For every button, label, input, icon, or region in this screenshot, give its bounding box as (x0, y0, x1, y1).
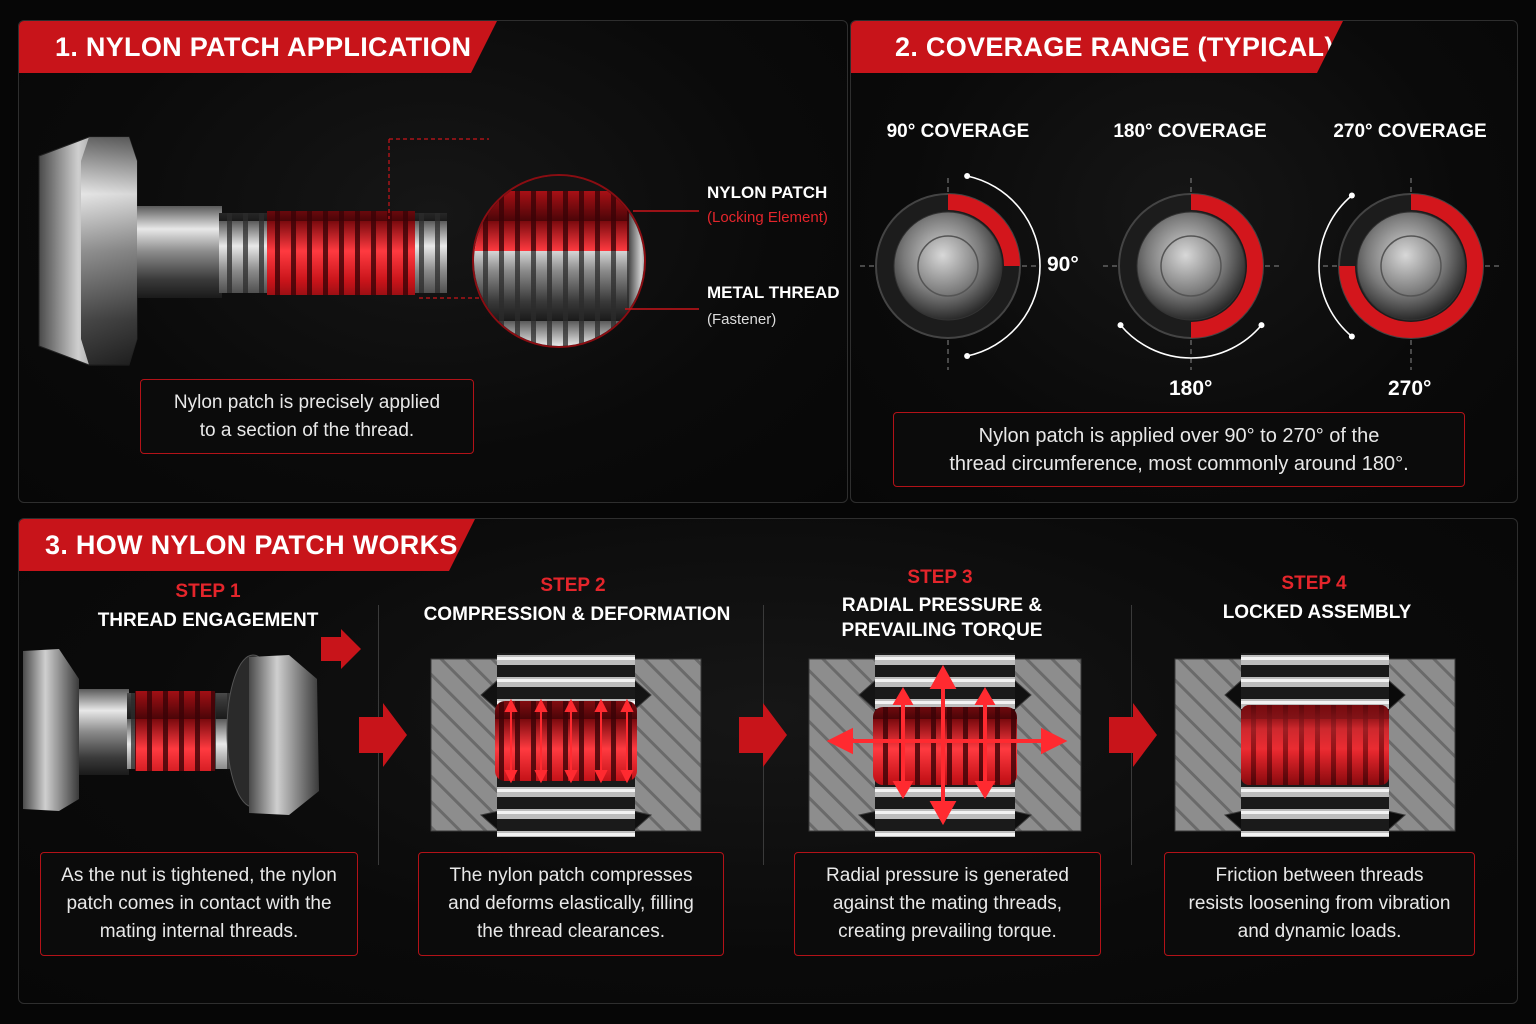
step-3-title-line2: PREVAILING TORQUE (841, 620, 1043, 641)
nylon-patch-arc (948, 194, 1020, 266)
compression-arrowhead (504, 698, 518, 712)
caption-line: and dynamic loads. (1237, 921, 1402, 942)
section-title: 2. COVERAGE RANGE (TYPICAL) (895, 31, 1334, 62)
caption-line: mating internal threads. (99, 921, 299, 942)
dimension-arc (966, 175, 1041, 357)
dimension-arrowhead (1117, 322, 1124, 329)
bolt-end-inner-ring (1160, 235, 1222, 297)
caption-line: the thread clearances. (476, 921, 665, 942)
compression-arrowhead (534, 770, 548, 784)
step-2-caption: The nylon patch compresses and deforms e… (418, 852, 724, 956)
dimension-arrowhead (1258, 322, 1265, 329)
compression-arrowhead (534, 698, 548, 712)
flow-arrow-icon (1109, 703, 1157, 767)
panel-coverage-range: 2. COVERAGE RANGE (TYPICAL) 90° COVERAGE… (850, 20, 1518, 503)
label-metal-thread-sub: (Fastener) (707, 311, 777, 328)
step-1-bolt-nut-illustration (23, 629, 361, 815)
label-metal-thread-title: METAL THREAD (707, 283, 840, 302)
step-3-number: STEP 3 (907, 567, 973, 588)
label-nylon-patch: NYLON PATCH (Locking Element) (707, 183, 828, 226)
dimension-arc (1318, 194, 1353, 338)
caption-line: patch comes in contact with the (66, 893, 332, 914)
caption-line: creating prevailing torque. (838, 921, 1057, 942)
flow-arrow-icon (739, 703, 787, 767)
compression-arrowhead (620, 770, 634, 784)
bolt-end-inner-ring (1380, 235, 1442, 297)
caption-line: Nylon patch is precisely applied (173, 391, 441, 413)
label-nylon-patch-sub: (Locking Element) (707, 209, 828, 226)
caption-coverage: Nylon patch is applied over 90° to 270° … (893, 412, 1465, 487)
compression-arrowhead (504, 770, 518, 784)
step-1-title: THREAD ENGAGEMENT (97, 610, 319, 631)
step-2-title: COMPRESSION & DEFORMATION (423, 604, 731, 625)
degree-label-270: 270° (1388, 377, 1432, 400)
section-title-banner: 2. COVERAGE RANGE (TYPICAL) (851, 21, 1343, 73)
step-3-caption: Radial pressure is generated against the… (794, 852, 1101, 956)
step-illustrations (23, 629, 1456, 837)
step-2-compression-illustration (430, 653, 702, 837)
caption-line: against the mating threads, (832, 893, 1063, 914)
bolt-end-inner-ring (917, 235, 979, 297)
degree-label-90: 90° (1047, 253, 1079, 276)
caption-line: The nylon patch compresses (449, 865, 693, 886)
caption-line: Nylon patch is applied over 90° to 270° … (978, 424, 1380, 447)
section-title-banner: 3. HOW NYLON PATCH WORKS (19, 519, 475, 571)
panel-nylon-patch-application: 1. NYLON PATCH APPLICATION NYLON PATCH (… (18, 20, 848, 503)
step-4-number: STEP 4 (1281, 573, 1347, 594)
label-nylon-patch-title: NYLON PATCH (707, 183, 828, 202)
caption-application: Nylon patch is precisely applied to a se… (140, 379, 474, 454)
step-4-locked-assembly-illustration (1174, 653, 1456, 837)
compression-arrowhead (594, 698, 608, 712)
caption-line: Friction between threads (1215, 865, 1424, 886)
dimension-arrowhead (1348, 333, 1355, 340)
step-4-title: LOCKED ASSEMBLY (1222, 602, 1412, 623)
coverage-title-180: 180° COVERAGE (1113, 121, 1267, 142)
dimension-arrowhead (964, 173, 971, 180)
panel-how-nylon-patch-works: 3. HOW NYLON PATCH WORKS STEP 1 THREAD E… (18, 518, 1518, 1004)
dimension-arrowhead (964, 352, 971, 359)
nylon-patch-arc (1191, 194, 1263, 338)
compression-arrowhead (620, 698, 634, 712)
caption-line: thread circumference, most commonly arou… (949, 452, 1409, 475)
dimension-arc (1119, 324, 1263, 359)
bolt-illustration (38, 136, 699, 366)
compression-arrowhead (564, 698, 578, 712)
step-3-radial-pressure-illustration (808, 653, 1082, 837)
coverage-title-90: 90° COVERAGE (886, 121, 1030, 142)
label-metal-thread: METAL THREAD (Fastener) (707, 283, 840, 328)
bolt-end-disc (1136, 211, 1246, 321)
flow-arrow-icon (359, 703, 407, 767)
section-title: 1. NYLON PATCH APPLICATION (55, 31, 472, 62)
step-2-number: STEP 2 (540, 575, 606, 596)
bolt-end-disc (893, 211, 1003, 321)
compression-arrowhead (594, 770, 608, 784)
caption-line: and deforms elastically, filling (448, 893, 694, 914)
step-1-caption: As the nut is tightened, the nylon patch… (40, 852, 358, 956)
section-title: 3. HOW NYLON PATCH WORKS (45, 529, 458, 560)
caption-line: Radial pressure is generated (826, 865, 1069, 886)
caption-line: to a section of the thread. (199, 419, 415, 441)
step-3-title-line1: RADIAL PRESSURE & (841, 595, 1043, 616)
step-1-number: STEP 1 (175, 581, 241, 602)
caption-line: As the nut is tightened, the nylon (61, 865, 337, 886)
step-4-caption: Friction between threads resists looseni… (1164, 852, 1475, 956)
degree-label-180: 180° (1169, 377, 1213, 400)
bolt-end-disc (1356, 211, 1466, 321)
compression-arrowhead (564, 770, 578, 784)
section-title-banner: 1. NYLON PATCH APPLICATION (19, 21, 497, 73)
coverage-diagrams (860, 173, 1499, 370)
caption-line: resists loosening from vibration (1188, 893, 1451, 914)
coverage-title-270: 270° COVERAGE (1333, 121, 1487, 142)
dimension-arrowhead (1348, 192, 1355, 199)
